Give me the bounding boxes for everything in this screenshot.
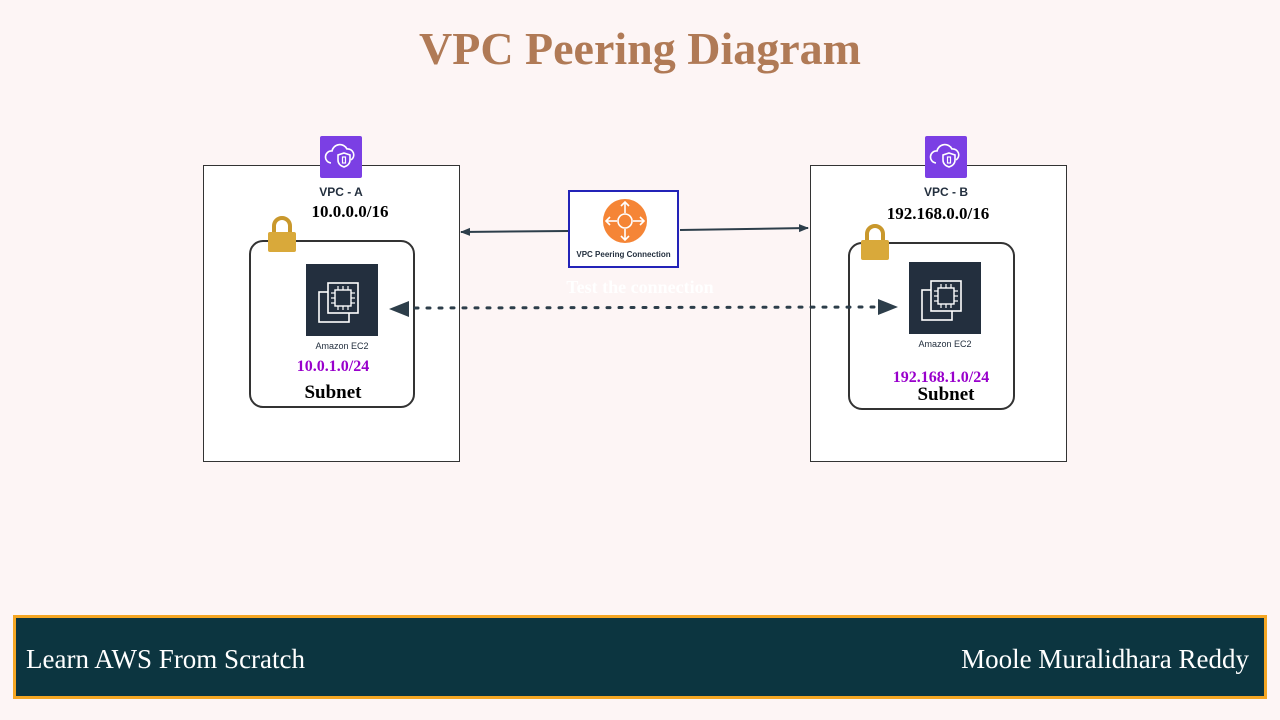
vpc-b-cidr: 192.168.0.0/16 xyxy=(886,204,990,223)
page-title: VPC Peering Diagram xyxy=(419,23,861,74)
vpc-a-cidr: 10.0.0.0/16 xyxy=(311,202,389,221)
peering-router-icon xyxy=(602,198,648,244)
ec2-b-label: Amazon EC2 xyxy=(918,339,972,349)
lock-icon xyxy=(262,214,302,254)
ec2-a-label: Amazon EC2 xyxy=(315,341,369,351)
vpc-shield-icon xyxy=(925,136,967,178)
peering-link-a xyxy=(460,227,569,236)
footer-banner: Learn AWS From Scratch Moole Muralidhara… xyxy=(13,615,1267,699)
subnet-a-cidr: 10.0.1.0/24 xyxy=(296,358,370,375)
ec2-chip-icon xyxy=(909,262,981,334)
footer-course-title: Learn AWS From Scratch xyxy=(26,644,306,674)
vpc-a-label: VPC - A xyxy=(319,185,363,199)
peering-link-b xyxy=(679,224,809,233)
subnet-b-cidr: 192.168.1.0/24 xyxy=(892,369,990,386)
vpc-shield-icon xyxy=(320,136,362,178)
ec2-chip-icon xyxy=(306,264,378,336)
subnet-b-label: Subnet xyxy=(917,384,975,405)
vpc-peering-connection: VPC Peering Connection xyxy=(568,190,679,268)
vpc-b-label: VPC - B xyxy=(923,185,968,199)
peering-label: VPC Peering Connection xyxy=(576,250,671,259)
test-connection-label: Test the connection xyxy=(566,277,714,297)
subnet-a-label: Subnet xyxy=(304,382,362,403)
footer-author: Moole Muralidhara Reddy xyxy=(961,644,1249,674)
lock-icon xyxy=(855,222,895,262)
